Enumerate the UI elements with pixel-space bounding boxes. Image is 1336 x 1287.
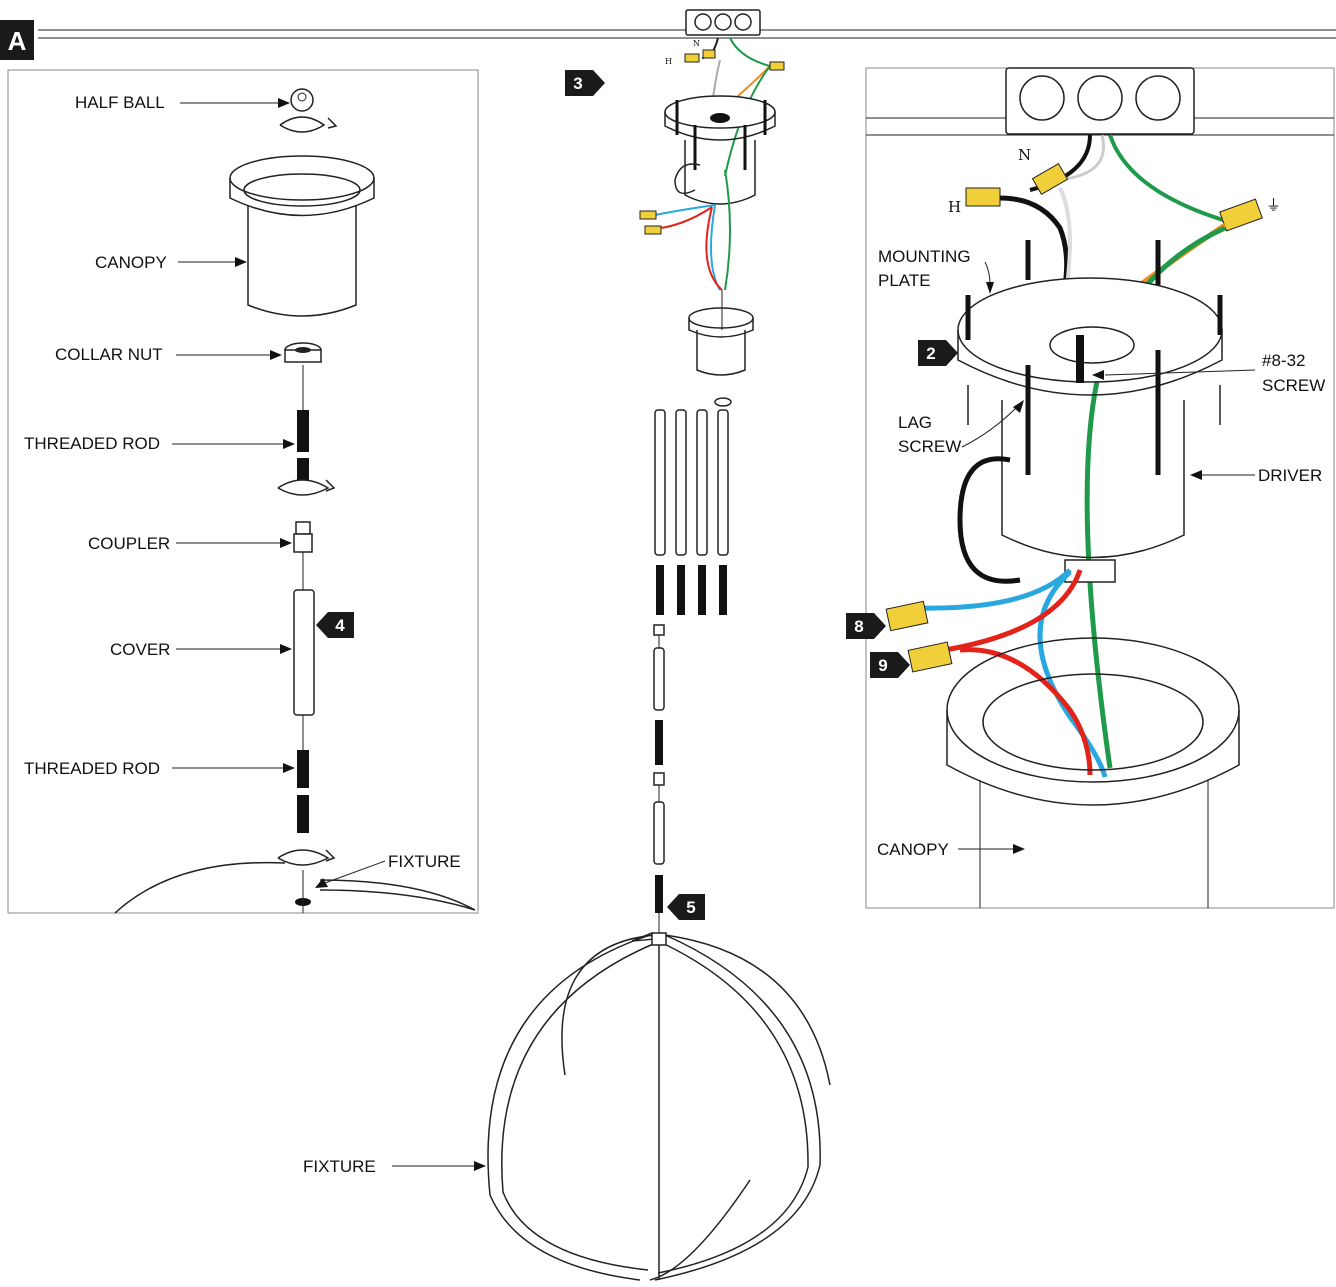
svg-text:8: 8 (854, 617, 863, 636)
section-badge: A (0, 20, 34, 60)
step-badge-9: 9 (870, 652, 910, 678)
label-collar-nut: COLLAR NUT (55, 345, 163, 364)
step-badge-2: 2 (918, 340, 958, 366)
label-fixture-center: FIXTURE (303, 1157, 376, 1176)
label-screw-2: SCREW (1262, 376, 1325, 395)
spare-rods (654, 409, 729, 615)
ground-icon: ⏚ (1266, 196, 1281, 214)
label-mounting-plate-2: PLATE (878, 271, 931, 290)
label-coupler: COUPLER (88, 534, 170, 553)
ceiling-rail (38, 9, 1336, 39)
half-ball-icon (279, 88, 338, 133)
label-half-ball: HALF BALL (75, 93, 165, 112)
fixture-globe (487, 932, 831, 1281)
label-lag-1: LAG (898, 413, 932, 432)
coupler-icon (293, 521, 313, 553)
svg-text:3: 3 (573, 74, 582, 93)
label-cover: COVER (110, 640, 170, 659)
cover-icon (293, 589, 315, 716)
svg-text:9: 9 (878, 656, 887, 675)
lag-screws (965, 240, 1223, 475)
svg-text:4: 4 (335, 616, 345, 635)
collar-nut-icon (284, 342, 322, 363)
label-canopy-right: CANOPY (877, 840, 949, 859)
step-badge-4: 4 (316, 612, 354, 638)
label-canopy: CANOPY (95, 253, 167, 272)
step-badge-8: 8 (846, 613, 886, 639)
label-threaded-rod-1: THREADED ROD (24, 434, 160, 453)
right-panel: H N ⏚ (846, 67, 1335, 909)
step-badge-3: 3 (565, 70, 605, 96)
label-fixture-left: FIXTURE (388, 852, 461, 871)
label-driver: DRIVER (1258, 466, 1322, 485)
label-right-h: H (948, 198, 961, 216)
center-wire-n: N (693, 39, 700, 48)
step-badge-5: 5 (667, 894, 705, 920)
threaded-rod-icon (297, 410, 309, 480)
label-mounting-plate-1: MOUNTING (878, 247, 971, 266)
center-assembly: H N (303, 37, 831, 1281)
section-letter: A (8, 26, 27, 56)
canopy-icon (229, 155, 375, 317)
svg-text:5: 5 (686, 898, 695, 917)
left-panel: HALF BALL CANOPY COLLAR NUT THREADED ROD… (7, 69, 479, 914)
center-wire-h: H (665, 57, 672, 66)
label-screw-1: #8-32 (1262, 351, 1305, 370)
label-right-n: N (1018, 146, 1031, 164)
label-lag-2: SCREW (898, 437, 961, 456)
label-threaded-rod-2: THREADED ROD (24, 759, 160, 778)
svg-text:2: 2 (926, 344, 935, 363)
